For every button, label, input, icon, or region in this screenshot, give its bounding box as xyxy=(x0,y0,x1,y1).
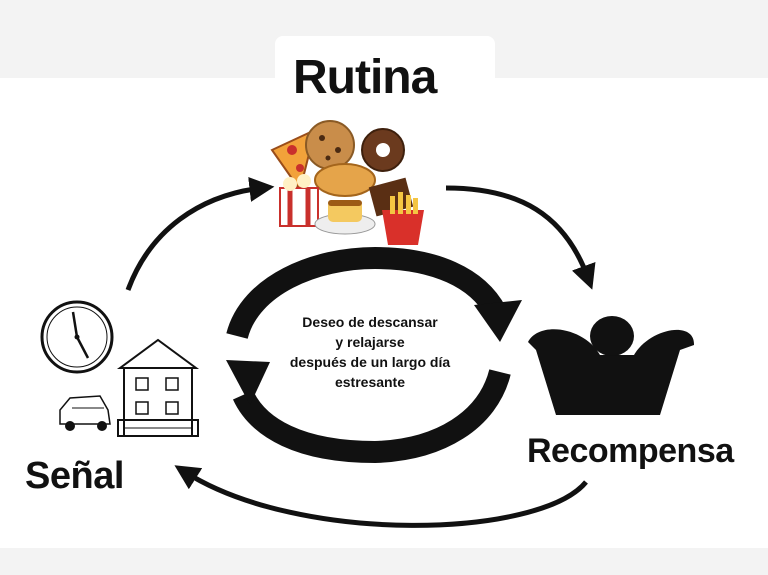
title-backdrop xyxy=(275,36,495,126)
inner-arrow-bottom xyxy=(232,368,511,464)
craving-line: después de un largo día xyxy=(289,354,451,370)
inner-arrow-top xyxy=(226,246,506,340)
craving-line: Deseo de descansar xyxy=(302,314,438,330)
arrow-routine-to-reward xyxy=(445,185,596,290)
bottom-band xyxy=(0,548,768,575)
cue-title: Señal xyxy=(25,455,124,497)
inner-arrowhead-right xyxy=(474,300,522,342)
arrow-reward-to-cue xyxy=(174,465,588,528)
inner-arrowhead-left xyxy=(226,360,270,405)
craving-text: Deseo de descansar y relajarse después d… xyxy=(270,312,470,392)
arrow-cue-to-routine xyxy=(125,176,275,291)
reward-title: Recompensa xyxy=(527,432,734,470)
routine-title: Rutina xyxy=(293,51,437,104)
craving-line: estresante xyxy=(334,374,406,390)
craving-line: y relajarse xyxy=(335,334,405,350)
